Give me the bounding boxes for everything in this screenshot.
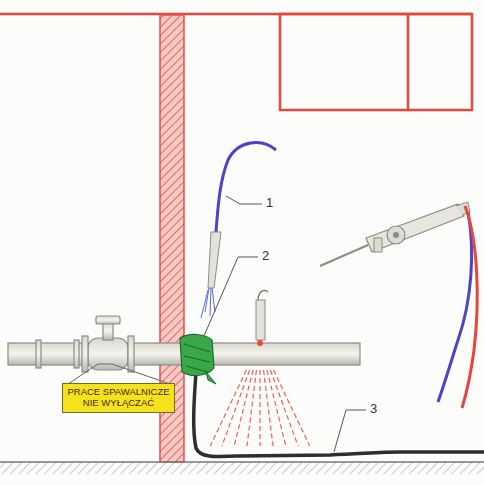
- spray-line: [274, 370, 310, 446]
- spray-line: [270, 370, 298, 446]
- spray-line: [210, 370, 246, 446]
- callout-number: 2: [261, 249, 270, 262]
- spray-line: [247, 370, 256, 446]
- spray-lines: [210, 370, 309, 446]
- leader-lines: [204, 196, 366, 452]
- earth-clamp: [180, 334, 216, 384]
- warning-sign: PRACE SPAWALNICZE NIE WYŁĄCZAĆ: [62, 383, 175, 413]
- valve: [36, 316, 134, 372]
- welding-torch: [320, 202, 470, 266]
- gas-hose: [201, 143, 276, 318]
- spray-line: [234, 370, 253, 446]
- floor-line: [0, 461, 484, 463]
- torch-hoses: [438, 206, 477, 408]
- callout-number: 3: [369, 402, 378, 415]
- spray-line: [264, 370, 273, 446]
- water-spray: [256, 290, 268, 346]
- ceiling: [0, 14, 472, 110]
- sign-hanger: [68, 364, 170, 384]
- spray-line: [222, 370, 250, 446]
- callout-number: 1: [265, 196, 274, 209]
- earth-cable: [194, 372, 484, 457]
- floor: [0, 462, 484, 474]
- spray-line: [259, 370, 260, 446]
- spray-line: [267, 370, 286, 446]
- sign-text: PRACE SPAWALNICZE NIE WYŁĄCZAĆ: [67, 387, 170, 409]
